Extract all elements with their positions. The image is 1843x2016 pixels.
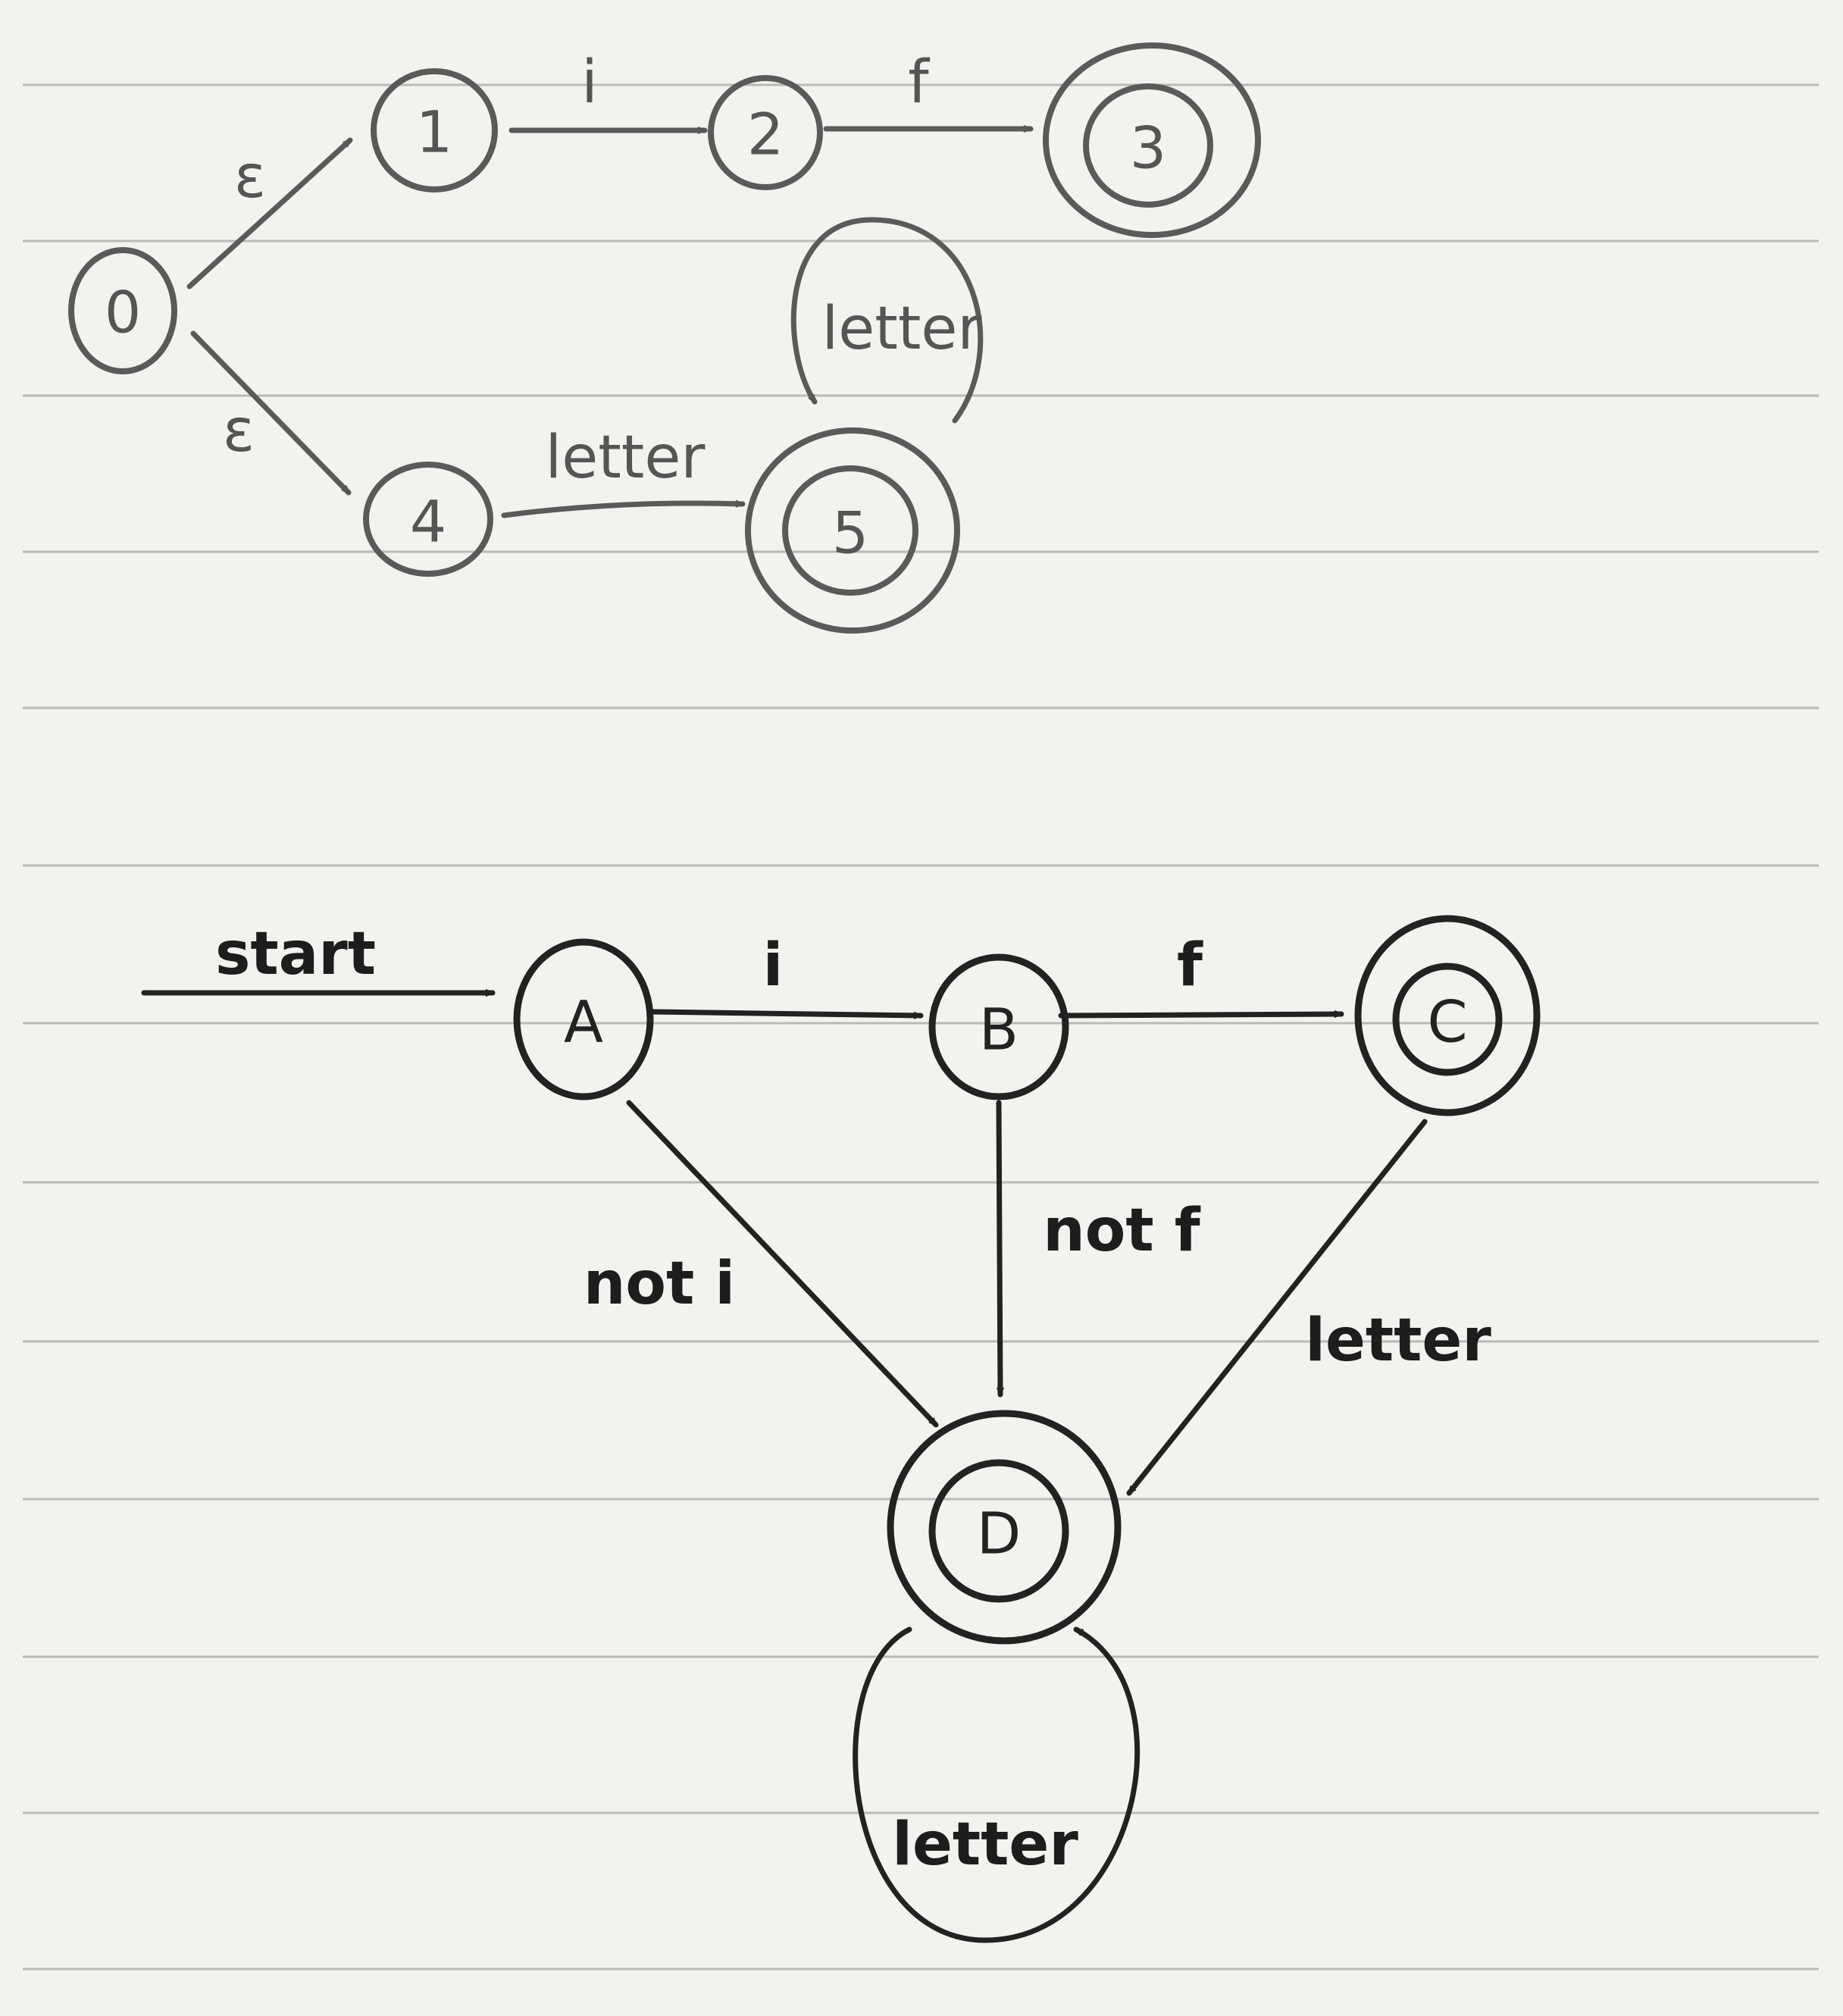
nfa-state-4: 4 <box>363 462 493 577</box>
dfa-edge-A-B <box>649 1009 924 1016</box>
nfa-state-5-accepting: 5 <box>745 427 960 634</box>
ruled-lines <box>23 83 1819 1971</box>
nfa-state-0: 0 <box>68 247 177 374</box>
dfa-edge-label-A-B: i <box>763 931 784 1000</box>
nfa-state-label: 5 <box>832 499 868 567</box>
nfa-edge-label-5-5: letter <box>822 295 983 363</box>
dfa-diagram: start i f not i not f letter letter A B … <box>141 915 1541 1943</box>
nfa-edge-label-1-2: i <box>581 49 598 117</box>
nfa-state-label: 4 <box>410 488 446 556</box>
dfa-edge-C-D <box>1126 1119 1428 1496</box>
dfa-edge-label-D-D: letter <box>892 1811 1078 1879</box>
dfa-edge-label-A-D: not i <box>584 1250 735 1318</box>
nfa-edge-0-1 <box>186 137 353 290</box>
nfa-edge-5-5 <box>790 217 984 424</box>
dfa-edge-D-D <box>853 1626 1141 1943</box>
nfa-state-3-accepting: 3 <box>1043 42 1261 238</box>
nfa-edge-label-4-5: letter <box>546 424 706 492</box>
dfa-state-A: A <box>513 938 654 1100</box>
nfa-diagram: ε ε i f letter letter 0 1 2 3 <box>68 42 1261 634</box>
dfa-state-label: D <box>977 1500 1022 1567</box>
nfa-edge-label-2-3: f <box>908 49 930 117</box>
nfa-state-1: 1 <box>371 68 498 193</box>
nfa-state-label: 1 <box>416 99 452 166</box>
dfa-edge-B-C <box>1058 1014 1344 1019</box>
nfa-edge-label-0-1: ε <box>234 143 266 211</box>
dfa-state-label: B <box>979 996 1018 1063</box>
nfa-state-2: 2 <box>708 75 823 190</box>
dfa-edge-label-C-D: letter <box>1305 1307 1491 1375</box>
nfa-edge-label-0-4: ε <box>223 397 255 465</box>
dfa-start-label: start <box>215 920 376 988</box>
nfa-state-label: 3 <box>1130 114 1166 182</box>
dfa-state-D-accepting: D <box>887 1410 1122 1645</box>
dfa-state-label: C <box>1427 988 1467 1056</box>
dfa-edge-label-B-D: not f <box>1043 1197 1201 1265</box>
nfa-state-label: 2 <box>747 101 784 168</box>
dfa-edge-A-D <box>626 1100 939 1428</box>
dfa-state-label: A <box>564 988 603 1056</box>
nfa-edge-4-5 <box>501 503 746 518</box>
dfa-edge-B-D <box>996 1100 1000 1398</box>
dfa-edge-label-B-C: f <box>1177 931 1203 1000</box>
nfa-edge-0-4 <box>190 330 352 496</box>
nfa-state-label: 0 <box>105 279 141 346</box>
dfa-state-C-accepting: C <box>1354 915 1541 1116</box>
dfa-state-B: B <box>928 953 1069 1100</box>
